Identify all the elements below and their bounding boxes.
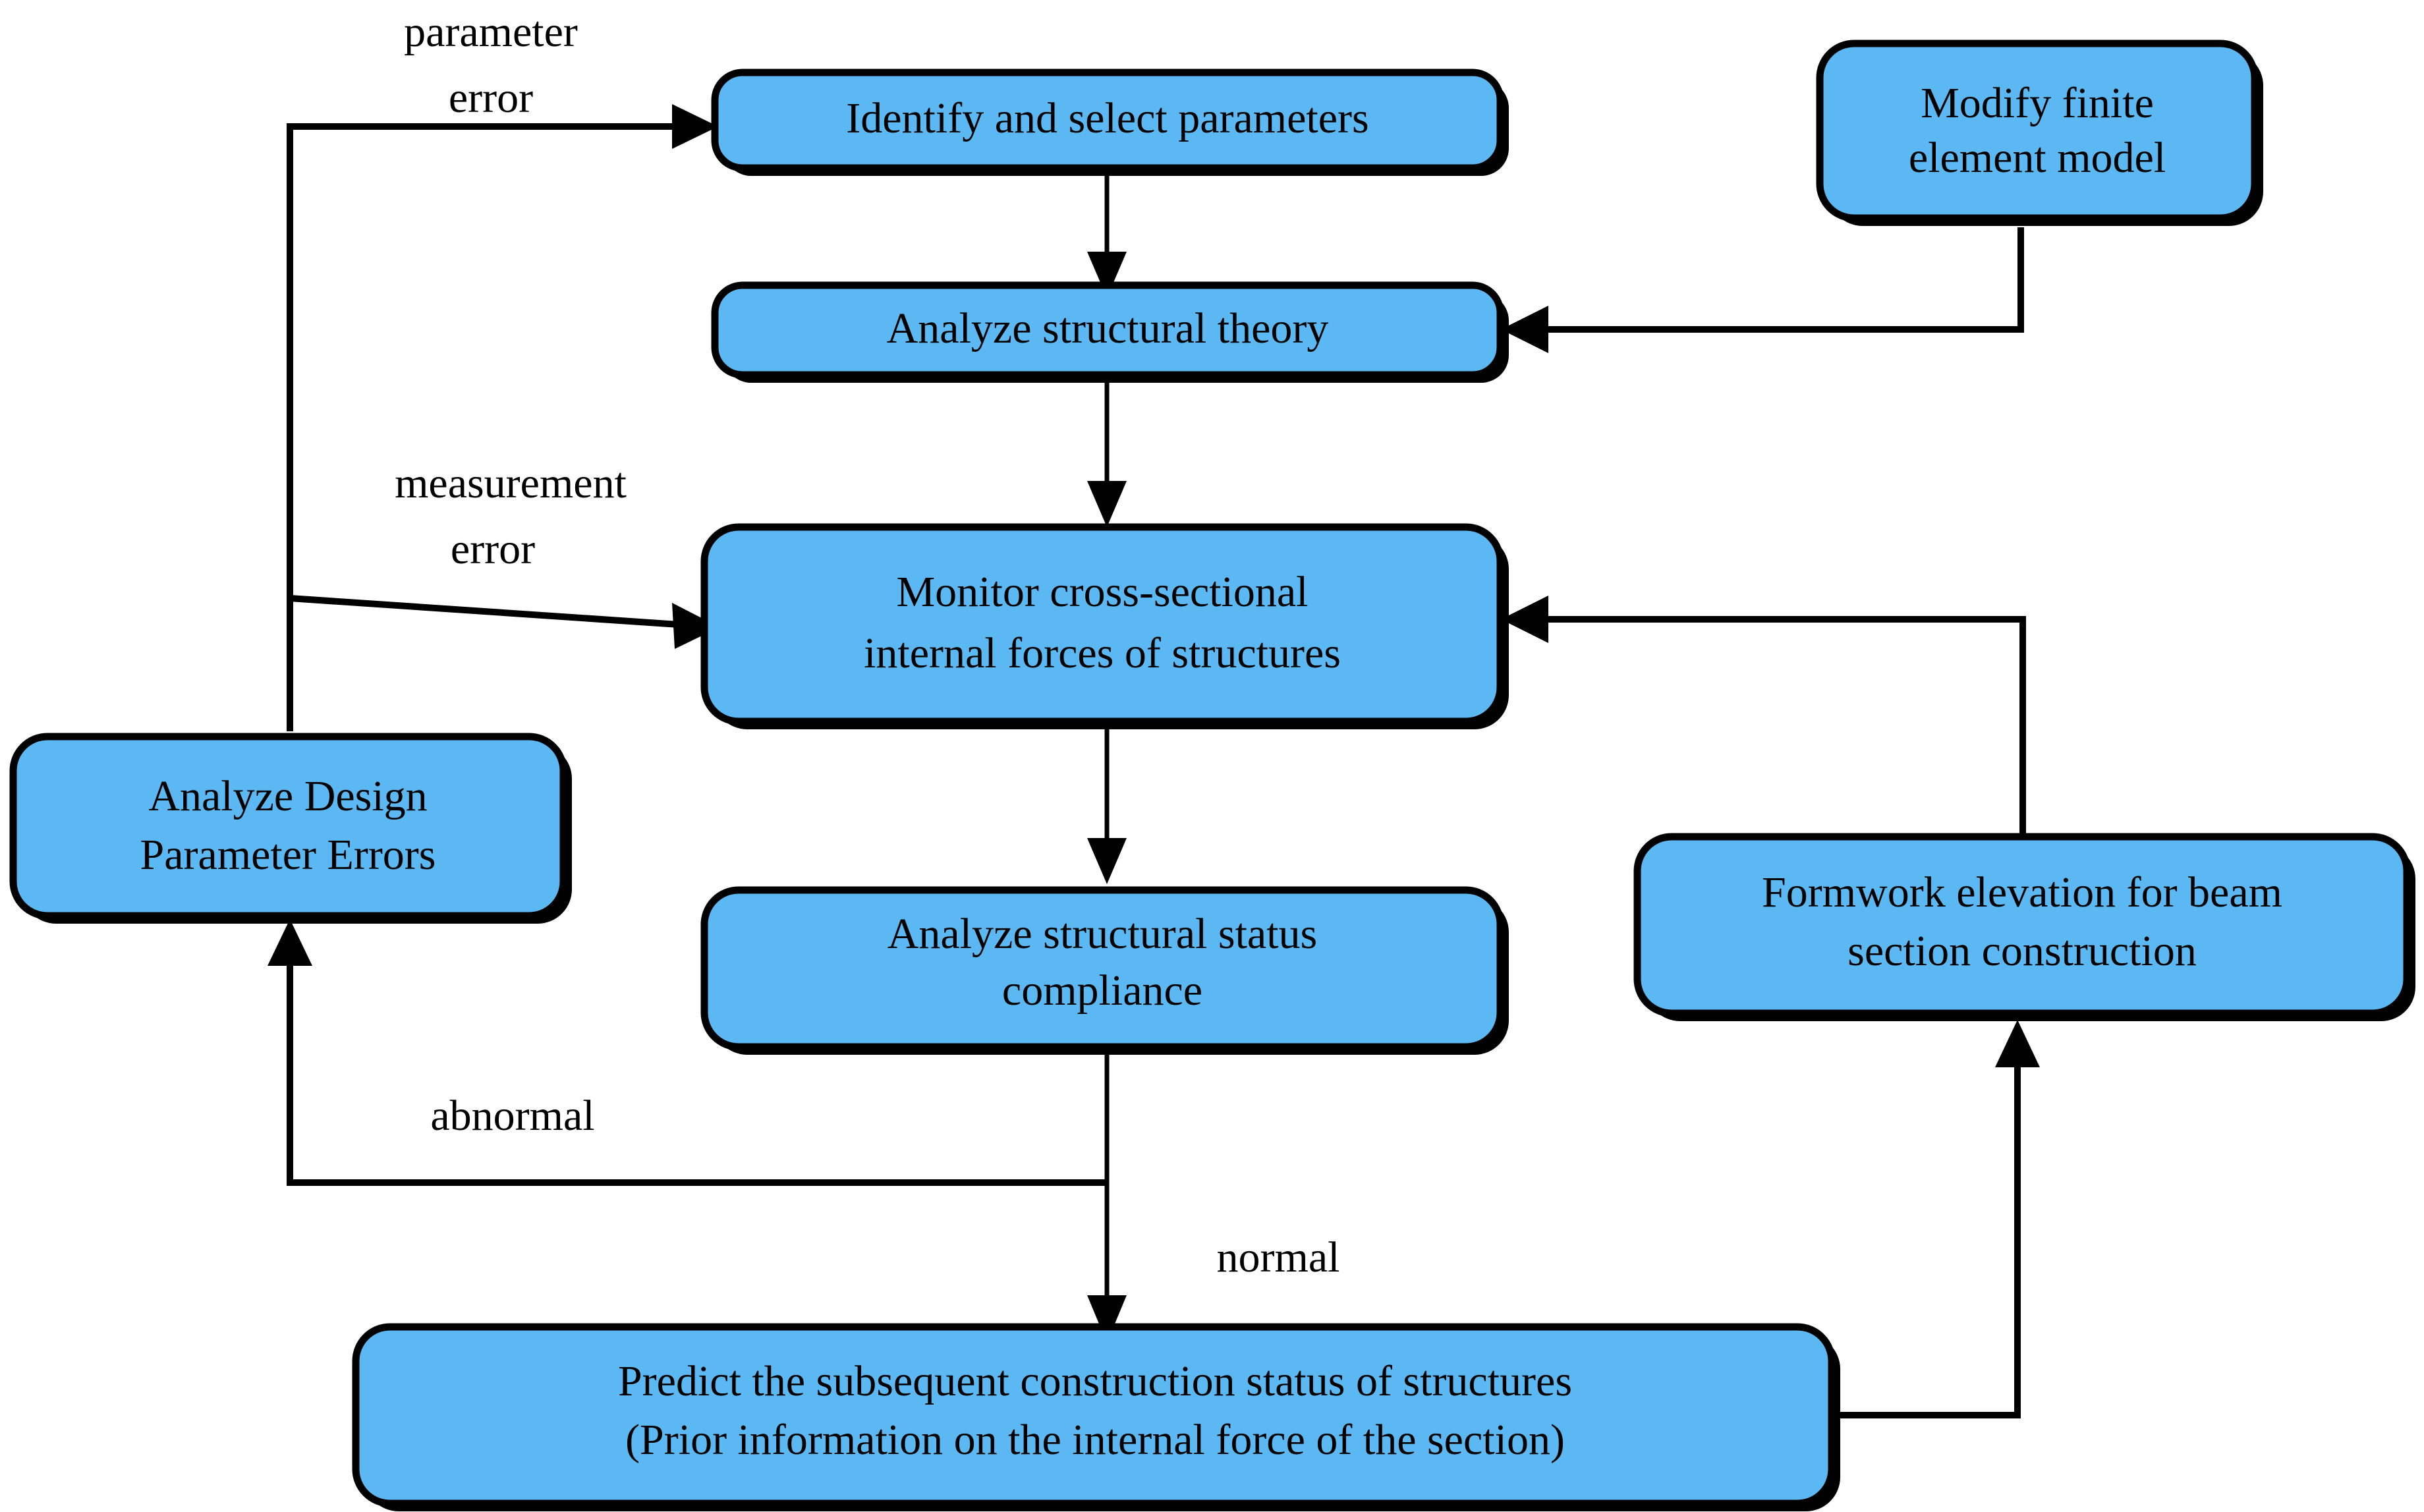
edge-label-abnormal: abnormal [430, 1092, 594, 1140]
node-label-line1: Analyze Design [148, 772, 427, 820]
arrowhead-icon [1501, 306, 1548, 353]
node-identify-and-select-parameters[interactable]: Identify and select parameters [711, 69, 1509, 176]
node-body [352, 1323, 1836, 1507]
node-label-line2: Parameter Errors [140, 831, 436, 879]
arrowhead-icon [672, 603, 719, 649]
node-label-line1: Monitor cross-sectional [896, 568, 1308, 616]
edge-modify-to-theory [1501, 227, 2024, 353]
edge-label-line2: error [451, 525, 535, 573]
node-body [711, 281, 1504, 379]
node-modify-finite-element-model[interactable]: Modify finite element model [1816, 40, 2263, 226]
edge-label-line2: error [449, 74, 533, 122]
node-label-line2: section construction [1847, 927, 2197, 975]
arrowhead-icon [1087, 252, 1127, 298]
edge-label-normal: normal [1217, 1233, 1340, 1281]
arrowhead-icon [1995, 1020, 2040, 1067]
node-label-line2: element model [1909, 134, 2166, 182]
node-analyze-structural-theory[interactable]: Analyze structural theory [711, 281, 1509, 383]
edge-predict-to-formwork [1838, 1020, 2040, 1418]
node-analyze-design-parameter-errors[interactable]: Analyze Design Parameter Errors [9, 733, 572, 924]
edge-label-measurement-error: measurement error [395, 459, 627, 573]
node-label-line2: (Prior information on the internal force… [625, 1416, 1565, 1464]
node-label-line2: compliance [1002, 966, 1202, 1015]
node-body [700, 523, 1504, 725]
arrowhead-icon [1087, 481, 1127, 527]
edge-identify-to-theory [1087, 171, 1127, 298]
edge-abnormal [268, 919, 1107, 1186]
edge-label-parameter-error: parameter error [404, 8, 578, 122]
arrowhead-icon [1501, 596, 1548, 643]
edge-label: abnormal [430, 1092, 594, 1140]
node-body [9, 733, 567, 920]
edge-parameter-error [287, 104, 718, 731]
edge-compliance-trunk [1087, 1052, 1127, 1343]
arrowhead-icon [1087, 1295, 1127, 1343]
edge-label: normal [1217, 1233, 1340, 1281]
node-label-line1: Formwork elevation for beam [1762, 868, 2282, 916]
edge-label-line1: parameter [404, 8, 578, 56]
node-body [1633, 833, 2411, 1017]
arrowhead-icon [672, 104, 718, 149]
node-analyze-structural-status-compliance[interactable]: Analyze structural status compliance [700, 886, 1509, 1055]
arrowhead-icon [1087, 838, 1127, 884]
node-body [1816, 40, 2259, 222]
node-label: Analyze structural theory [887, 304, 1329, 352]
edge-label-line1: measurement [395, 459, 627, 507]
node-predict-subsequent-construction-status[interactable]: Predict the subsequent construction stat… [352, 1323, 1840, 1511]
node-label-line1: Modify finite [1921, 79, 2154, 127]
arrowhead-icon [268, 919, 312, 966]
node-label-line1: Analyze structural status [888, 910, 1317, 958]
node-monitor-cross-sectional-internal-forces[interactable]: Monitor cross-sectional internal forces … [700, 523, 1509, 729]
edge-theory-to-monitor [1087, 378, 1127, 527]
edge-measurement-error [289, 595, 719, 649]
node-body [700, 886, 1504, 1051]
node-body [711, 69, 1504, 172]
node-label-line2: internal forces of structures [864, 629, 1341, 677]
edge-monitor-to-compliance [1087, 728, 1127, 884]
node-label: Identify and select parameters [846, 94, 1368, 142]
node-formwork-elevation-for-beam-section-construction[interactable]: Formwork elevation for beam section cons… [1633, 833, 2415, 1021]
edge-formwork-to-monitor [1501, 596, 2026, 870]
node-label-line1: Predict the subsequent construction stat… [618, 1357, 1572, 1405]
